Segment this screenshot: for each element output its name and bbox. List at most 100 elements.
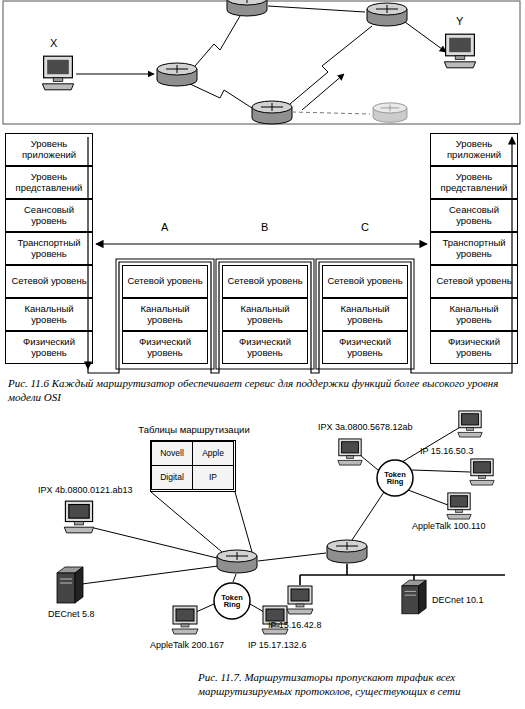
osi-layer-box: Физический уровень	[222, 331, 308, 364]
frame	[3, 1, 520, 124]
router	[367, 3, 407, 26]
pc	[64, 501, 93, 533]
table-cell: Digital	[151, 465, 193, 490]
osi-layer-box: Физический уровень	[322, 331, 408, 364]
decnet-host	[57, 567, 83, 603]
token-ring: Token Ring	[376, 459, 414, 497]
link	[82, 566, 218, 584]
layer-name: Уровень приложений	[9, 139, 89, 160]
ethernet-bus	[300, 564, 505, 585]
router-stack-outline	[316, 259, 414, 369]
router	[252, 101, 292, 124]
layer-name: Канальный уровень	[434, 304, 514, 325]
osi-layer-box: Сетевой уровень	[430, 265, 518, 298]
address-label: DECnet 5.8	[48, 610, 95, 620]
host-label: Y	[456, 16, 463, 27]
osi-layer-box: Канальный уровень	[122, 298, 208, 331]
osi-layer-box: Сетевой уровень	[322, 265, 408, 298]
figure-caption: Рис. 11.6 Каждый маршрутизатор обеспечив…	[8, 376, 513, 405]
protocol-name: Novell	[160, 449, 184, 458]
layer-name: Физический уровень	[226, 337, 304, 358]
ring-circle	[377, 460, 413, 496]
ring-circle	[214, 583, 250, 619]
layer-name: Канальный уровень	[9, 304, 89, 325]
address-label: IP 15.16.42.8	[268, 621, 321, 631]
link	[258, 553, 326, 561]
serial-link	[190, 84, 252, 108]
link-letter: B	[261, 222, 268, 233]
osi-layer-box: Уровень представлений	[430, 166, 518, 199]
serial-link	[290, 26, 372, 104]
router	[373, 103, 407, 122]
layer-name: Уровень представлений	[9, 172, 89, 193]
routing-table: Таблицы маршрутизацииNovellAppleDigitalI…	[150, 440, 236, 492]
link	[76, 74, 154, 75]
protocol-name: IP	[209, 473, 217, 482]
layer-name: Транспортный уровень	[434, 238, 514, 259]
protocol-name: Digital	[160, 473, 184, 482]
osi-layer-box: Канальный уровень	[430, 298, 518, 331]
osi-layer-box: Сетевой уровень	[5, 265, 93, 298]
link	[268, 6, 365, 12]
osi-layer-box: Сетевой уровень	[222, 265, 308, 298]
link	[233, 574, 236, 582]
layer-name: Канальный уровень	[326, 304, 404, 325]
token-ring: Token Ring	[213, 582, 251, 620]
link	[405, 22, 446, 52]
link-letter: C	[361, 222, 369, 233]
layer-name: Транспортный уровень	[9, 238, 89, 259]
table-cell: IP	[192, 465, 234, 490]
router	[327, 540, 367, 563]
router	[217, 550, 257, 573]
protocol-name: Apple	[202, 449, 224, 458]
pc	[470, 459, 494, 485]
pc-y	[444, 34, 475, 68]
top-network	[3, 0, 520, 124]
osi-layer-box: Транспортный уровень	[430, 232, 518, 265]
layer-name: Сетевой уровень	[436, 276, 511, 286]
host-label: X	[50, 38, 57, 49]
layer-name: Сетевой уровень	[327, 276, 402, 286]
link	[292, 112, 370, 114]
address-label: IPX 4b.0800.0121.ab13	[38, 486, 133, 496]
osi-layer-box: Физический уровень	[430, 331, 518, 364]
layer-name: Сетевой уровень	[127, 276, 202, 286]
figure-caption: Рис. 11.7. Маршрутизаторы пропускают тра…	[198, 670, 510, 699]
osi-layer-box: Канальный уровень	[322, 298, 408, 331]
osi-layer-box: Канальный уровень	[222, 298, 308, 331]
address-label: IP 15.16.50.3	[420, 447, 473, 457]
pc	[287, 586, 313, 614]
layer-name: Физический уровень	[326, 337, 404, 358]
serial-link	[195, 16, 240, 66]
router-stack-outline	[216, 259, 314, 369]
pc	[172, 606, 198, 634]
layer-name: Физический уровень	[434, 337, 514, 358]
layer-name: Сетевой уровень	[11, 276, 86, 286]
link	[352, 492, 384, 540]
pc-x	[42, 56, 73, 90]
osi-layer-box: Сетевой уровень	[122, 265, 208, 298]
decnet-host	[402, 580, 426, 614]
address-label: DECnet 10.1	[432, 596, 484, 606]
osi-layer-box: Уровень представлений	[5, 166, 93, 199]
link	[94, 528, 217, 558]
peer-arrow	[96, 243, 427, 244]
address-label: AppleTalk 100.110	[412, 522, 485, 532]
bottom-network	[57, 411, 505, 634]
router-stack-outline	[116, 259, 214, 369]
funnel-line	[151, 492, 252, 552]
ring-name: Token Ring	[381, 471, 409, 486]
flow-arrow	[302, 74, 344, 110]
layer-name: Уровень представлений	[434, 172, 514, 193]
osi-layer-box: Физический уровень	[5, 331, 93, 364]
ring-name: Token Ring	[218, 594, 246, 609]
osi-layer-box: Сеансовый уровень	[5, 199, 93, 232]
data-path	[87, 137, 88, 369]
table-cell: Apple	[192, 441, 234, 466]
address-label: AppleTalk 200.167	[150, 641, 224, 651]
osi-layer-box: Транспортный уровень	[5, 232, 93, 265]
router	[157, 63, 197, 86]
layer-name: Канальный уровень	[226, 304, 304, 325]
layer-name: Сеансовый уровень	[434, 205, 514, 226]
